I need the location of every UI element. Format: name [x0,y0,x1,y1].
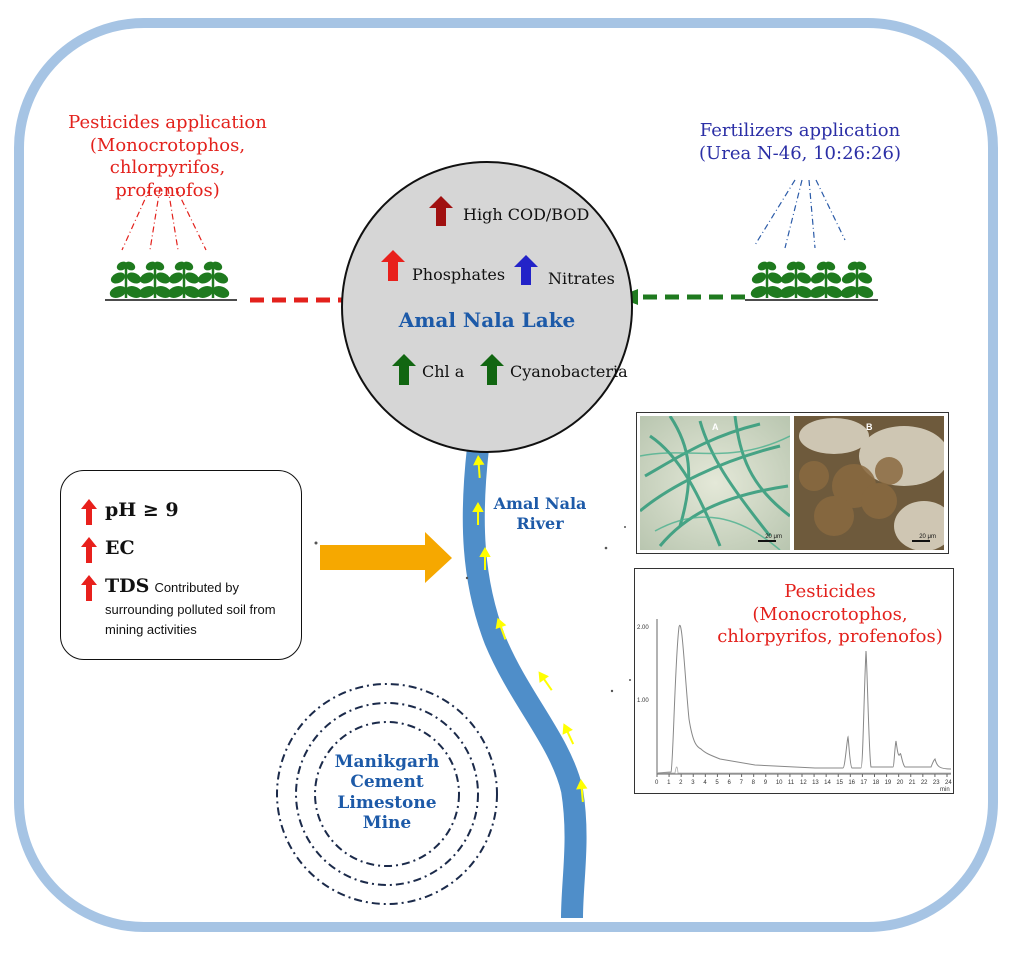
x-tick-label: 18 [873,780,880,786]
river-label-line2: River [516,514,564,533]
chromatogram-detail: (Monocrotophos, chlorpyrifos, profenofos… [717,603,943,648]
mine-circles-icon [276,683,498,905]
mine-label-line3: Limestone [337,792,437,813]
x-tick-label: 4 [703,780,707,786]
x-tick-label: 17 [860,780,867,786]
chromatogram-panel: Pesticides (Monocrotophos, chlorpyrifos,… [634,568,954,794]
x-tick-label: 3 [691,780,695,786]
x-tick-label: 6 [728,780,732,786]
micrograph-a-scale: 20 μm [765,534,782,540]
tds-row: TDS Contributed by surrounding polluted … [81,575,296,639]
ph-label: pH ≥ 9 [105,499,179,521]
fertilizers-application-title: Fertilizers application [699,120,901,141]
phosphates-up-arrow-icon [381,250,405,281]
stray-dots [314,526,631,693]
lake-item-cod-bod: High COD/BOD [463,205,590,224]
ec-row: EC [81,537,135,563]
pesticides-application-label: Pesticides application (Monocrotophos, c… [55,112,280,202]
x-tick-label: 14 [824,780,831,786]
pesticides-application-title: Pesticides application [68,112,267,133]
micrograph-panel-b: B 20 μm [794,416,954,551]
x-tick-label: 12 [800,780,807,786]
x-tick-label: 24 [945,780,952,786]
soil-info-box: pH ≥ 9 EC TDS Contributed by surrounding… [60,470,302,660]
river-channel [462,446,587,919]
mine-label-line1: Manikgarh [334,752,440,772]
tds-label: TDS [105,575,150,597]
flow-arrows-icon [472,455,588,803]
pesticide-spray-lines-icon [121,187,207,251]
chromatogram-title-block: Pesticides (Monocrotophos, chlorpyrifos,… [715,581,945,649]
chromatogram-title: Pesticides [784,581,876,602]
micrograph-a-image [639,415,791,551]
chromatogram-trace [656,624,952,774]
micrograph-b-image [794,416,954,551]
chl-a-up-arrow-icon [392,354,416,385]
micrograph-b-scale: 20 μm [919,534,936,540]
lake-item-cyanobacteria: Cyanobacteria [510,362,628,381]
rounded-frame [14,18,998,932]
micrograph-a-letter: A [712,422,719,432]
ec-label: EC [105,537,135,559]
river-label: Amal Nala River [490,494,590,534]
x-tick-label: 1 [667,780,671,786]
x-tick-label: 8 [752,780,756,786]
nitrates-up-arrow-icon [514,255,538,285]
y-tick-2: 2.00 [637,625,649,631]
mine-label-line4: Mine [362,813,412,834]
x-tick-label: 23 [933,780,940,786]
tds-up-arrow-icon [81,575,97,601]
x-tick-label: 10 [776,780,783,786]
x-tick-label: 13 [812,780,819,786]
cod-bod-up-arrow-icon [429,196,453,226]
river-label-line1: Amal Nala [493,494,587,513]
pesticides-application-detail: (Monocrotophos, chlorpyrifos, profenofos… [89,134,246,201]
ec-up-arrow-icon [81,537,97,563]
x-tick-label: 22 [921,780,928,786]
mine-label: Manikgarh Cement Limestone Mine [317,752,457,834]
micrograph-b-letter: B [866,422,873,432]
tds-note: Contributed by surrounding polluted soil… [105,580,276,637]
x-tick-label: 20 [897,780,904,786]
micrograph-panels: A 20 μm B 20 μm [636,412,954,554]
x-tick-label: 7 [740,780,744,786]
fertilizers-application-detail: (Urea N-46, 10:26:26) [699,142,901,164]
x-tick-label: 0 [655,780,659,786]
x-tick-label: 15 [836,780,843,786]
lake-item-chl-a: Chl a [422,362,465,381]
x-tick-label: 9 [764,780,768,786]
fertilizer-spray-lines-icon [754,179,846,249]
micrograph-panel-a: A 20 μm [639,415,791,551]
chromatogram-trace-baseline [657,766,951,774]
x-tick-label: 11 [788,780,795,786]
x-tick-label: 19 [885,780,892,786]
orange-arrow-icon [320,532,452,583]
lake-name: Amal Nala Lake [398,308,576,332]
y-tick-1: 1.00 [637,698,649,704]
x-tick-label: 2 [679,780,683,786]
x-tick-label: 16 [848,780,855,786]
fertilizers-application-label: Fertilizers application (Urea N-46, 10:2… [690,120,910,165]
ph-up-arrow-icon [81,499,97,525]
green-dashed-arrow-icon [618,289,745,305]
lake-item-phosphates: Phosphates [412,265,506,284]
plant-row-right-icon [745,259,878,301]
lake-circle [341,161,633,453]
ph-row: pH ≥ 9 [81,499,179,525]
cyanobacteria-up-arrow-icon [480,354,504,385]
lake-item-nitrates: Nitrates [548,269,615,288]
x-tick-label: 5 [715,780,719,786]
x-tick-label: 21 [909,780,916,786]
plant-row-left-icon [105,259,237,301]
x-unit: min [940,787,950,793]
mine-label-line2: Cement [350,772,424,793]
